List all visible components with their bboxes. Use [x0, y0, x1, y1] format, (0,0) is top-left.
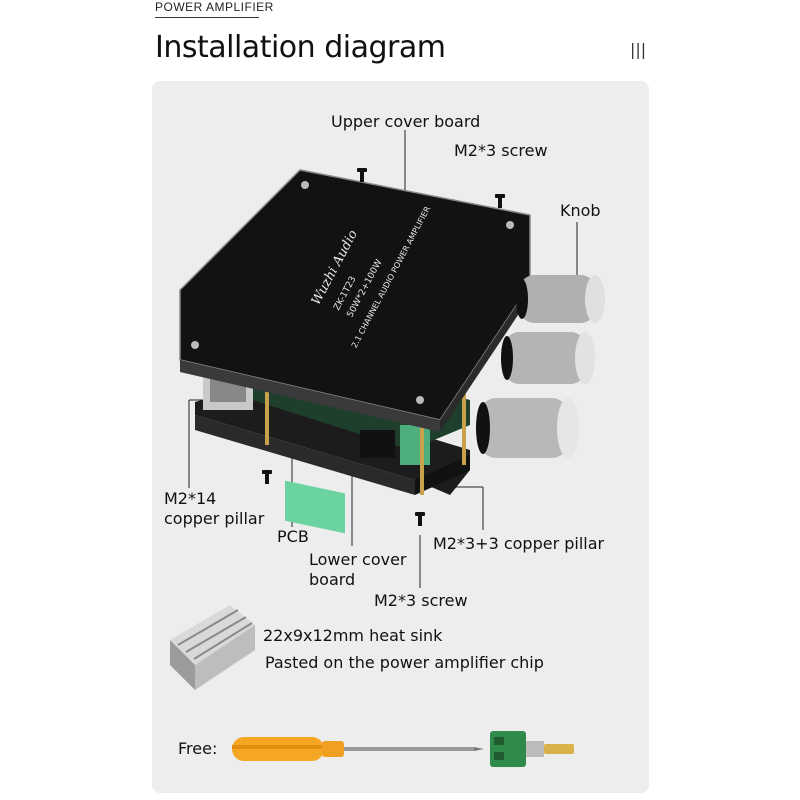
- screw: [253, 345, 263, 359]
- knob: [501, 332, 595, 384]
- screw-hole: [506, 221, 514, 229]
- knob: [476, 398, 579, 458]
- copper-pillar: [420, 400, 424, 495]
- free-label: Free:: [178, 739, 218, 758]
- heat-sink-image: [170, 605, 255, 690]
- label-knob: Knob: [560, 201, 601, 220]
- label-screw-top: M2*3 screw: [454, 141, 548, 160]
- lower-cover-board: [195, 385, 470, 495]
- label-pcb: PCB: [277, 527, 309, 546]
- copper-pillar: [265, 345, 269, 445]
- label-upper-cover: Upper cover board: [331, 112, 481, 131]
- label-screw-bottom: M2*3 screw: [374, 591, 468, 610]
- screw-hole: [301, 181, 309, 189]
- screw: [415, 512, 425, 526]
- screw-hole: [191, 341, 199, 349]
- screw: [357, 168, 367, 182]
- label-pillar-14-line2: copper pillar: [164, 509, 265, 528]
- label-lower-cover-line2: board: [309, 570, 356, 589]
- screw: [495, 194, 505, 208]
- heat-sink-note: Pasted on the power amplifier chip: [265, 653, 544, 672]
- page-title: Installation diagram: [155, 30, 446, 65]
- knob-group: [476, 275, 605, 458]
- screw-hole: [416, 396, 424, 404]
- screw: [405, 382, 415, 396]
- screw: [262, 470, 272, 484]
- header-rule: [155, 17, 259, 18]
- amp-chip: [360, 430, 395, 458]
- dc-connector-image: [490, 731, 574, 767]
- header-category: POWER AMPLIFIER: [155, 0, 274, 14]
- knob: [516, 275, 605, 323]
- label-lower-cover-line1: Lower cover: [309, 550, 407, 569]
- screwdriver-image: [232, 737, 484, 761]
- copper-pillar: [462, 380, 466, 465]
- heat-sink-spec: 22x9x12mm heat sink: [263, 626, 443, 645]
- bluetooth-module: [285, 480, 345, 534]
- label-pillar-14-line1: M2*14: [164, 489, 217, 508]
- label-pillar-3-3: M2*3+3 copper pillar: [433, 534, 605, 553]
- menu-icon[interactable]: |||: [630, 40, 647, 59]
